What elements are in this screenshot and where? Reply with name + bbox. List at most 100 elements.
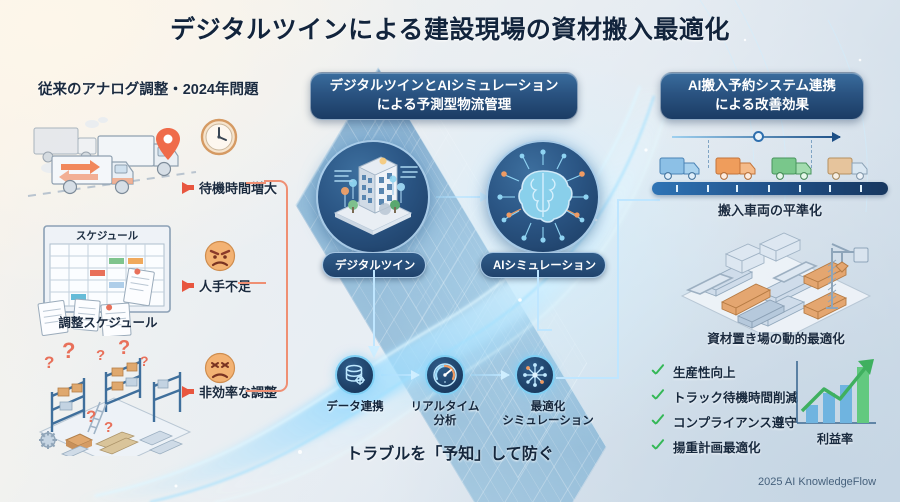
- right-banner-line2: による改善効果: [714, 97, 810, 112]
- location-pin-icon: [156, 128, 180, 160]
- process-step-data-link[interactable]: [335, 355, 375, 395]
- bracket-stem-bottom: [246, 390, 266, 392]
- process-step-optimization-sim[interactable]: [515, 355, 555, 395]
- footer-credit: 2025 AI KnowledgeFlow: [758, 476, 877, 488]
- chart-bar-1: [806, 405, 818, 423]
- chart-caption: 利益率: [816, 432, 853, 446]
- material-yard-illustration: ? ? ? ? ? ? ?: [38, 337, 192, 456]
- leveling-bar: [652, 182, 888, 195]
- center-tagline: トラブルを「予知」して防ぐ: [346, 446, 554, 463]
- left-column-heading: 従来のアナログ調整・2024年問題: [38, 82, 259, 98]
- arrow-right-icon: [182, 181, 194, 194]
- problem-item-wait-time: 待機時間増大: [182, 178, 277, 197]
- ai-simulation-node[interactable]: [486, 140, 600, 254]
- clock-icon: [200, 118, 238, 156]
- problem-label: 人手不足: [199, 279, 252, 294]
- schedule-board-illustration: スケジュール: [43, 225, 171, 313]
- problem-group-bracket: [264, 180, 288, 392]
- brain-circuit-icon: [497, 149, 589, 243]
- center-banner-line2: による予測型物流管理: [376, 97, 512, 112]
- check-icon: [650, 414, 666, 430]
- benefit-item-0: 生産性向上: [650, 362, 736, 381]
- check-icon: [650, 389, 666, 405]
- building-3d-icon: [333, 156, 418, 235]
- benefit-label: トラック待機時間削減: [673, 391, 799, 405]
- svg-text:?: ?: [96, 347, 105, 364]
- bracket-stem-mid: [238, 282, 266, 284]
- bar-tick: [676, 185, 678, 192]
- gear-icon: [39, 431, 57, 449]
- process-step-label-2b: 分析: [433, 415, 457, 428]
- optimized-yard-illustration: [680, 232, 872, 332]
- svg-text:?: ?: [86, 407, 96, 426]
- timeline-marker-dot: [753, 131, 764, 142]
- truck-icon-green: [771, 157, 812, 180]
- benefit-item-2: コンプライアンス遵守: [650, 412, 797, 431]
- leveled-trucks-row: [659, 157, 868, 180]
- bar-tick: [799, 185, 801, 192]
- trucks-queue-illustration: [27, 117, 197, 197]
- node-to-process-connectors: [368, 270, 552, 358]
- bar-tick: [707, 185, 709, 192]
- truck-icon-orange: [715, 157, 756, 180]
- process-step-label-2a: リアルタイム: [410, 401, 480, 413]
- bar-tick: [860, 185, 862, 192]
- benefit-label: 揚重計画最適化: [673, 441, 761, 455]
- database-gear-icon: [345, 364, 365, 385]
- svg-text:?: ?: [140, 353, 149, 369]
- process-step-realtime-analysis[interactable]: [425, 355, 465, 395]
- process-step-label-3-group: 最適化 シミュレーション: [483, 400, 613, 428]
- schedule-caption: 調整スケジュール: [58, 316, 158, 330]
- benefit-label: コンプライアンス遵守: [673, 416, 797, 430]
- svg-text:?: ?: [104, 419, 113, 436]
- ai-simulation-label: AIシミュレーション: [480, 252, 606, 278]
- frustrated-face-icon: [204, 352, 236, 384]
- chart-bar-2: [823, 393, 835, 423]
- page-title: デジタルツインによる建設現場の資材搬入最適化: [170, 16, 730, 44]
- problem-item-labor-shortage: 人手不足: [182, 276, 251, 295]
- benefit-label: 生産性向上: [673, 366, 736, 380]
- chart-trend-line: [800, 365, 868, 413]
- chart-trend-arrowhead: [858, 359, 874, 375]
- bar-tick: [829, 185, 831, 192]
- yard-caption: 資材置き場の動的最適化: [707, 332, 845, 346]
- arrow-step1-to-step2: [381, 370, 420, 380]
- digital-twin-node[interactable]: [316, 140, 430, 254]
- question-marks: ? ? ? ? ? ? ?: [44, 337, 149, 436]
- angry-face-icon: [204, 240, 236, 272]
- process-step-label-1: データ連携: [326, 401, 384, 413]
- bracket-stem-top: [246, 182, 266, 184]
- center-banner-line1: デジタルツインとAIシミュレーション: [329, 78, 559, 94]
- schedule-notes-illustration: [37, 298, 132, 336]
- bar-tick: [736, 185, 738, 192]
- process-step-label-2-group: リアルタイム 分析: [398, 400, 492, 428]
- benefit-item-3: 揚重計画最適化: [650, 437, 761, 456]
- process-step-label-3b: シミュレーション: [502, 415, 594, 428]
- process-step-label-3a: 最適化: [530, 401, 566, 413]
- arrow-right-icon: [182, 279, 194, 292]
- arrow-right-icon: [182, 385, 194, 398]
- arrow-step2-to-step3: [471, 370, 510, 380]
- center-to-right-connector: [556, 199, 660, 379]
- network-node-icon: [523, 363, 547, 387]
- svg-text:?: ?: [118, 337, 130, 359]
- truck-icon-blue: [659, 157, 700, 180]
- problem-item-inefficient: 非効率な調整: [182, 382, 277, 401]
- timeline-guide-2: [811, 140, 812, 168]
- right-banner: AI搬入予約システム連携 による改善効果: [660, 72, 864, 120]
- svg-text:?: ?: [62, 338, 75, 363]
- right-banner-line1: AI搬入予約システム連携: [687, 78, 837, 94]
- check-icon: [650, 364, 666, 380]
- arrow-twin-to-ai: [436, 192, 489, 202]
- svg-text:?: ?: [44, 353, 54, 372]
- profit-rate-chart: [796, 359, 876, 424]
- truck-icon-tan: [827, 157, 868, 180]
- problem-label: 待機時間増大: [199, 181, 278, 196]
- center-banner: デジタルツインとAIシミュレーション による予測型物流管理: [310, 72, 578, 120]
- problem-label: 非効率な調整: [199, 385, 278, 400]
- timeline-caption: 搬入車両の平準化: [717, 203, 822, 218]
- chart-bar-4: [857, 367, 869, 423]
- crane-icon: [826, 243, 869, 309]
- timeline-guide-1: [708, 140, 709, 168]
